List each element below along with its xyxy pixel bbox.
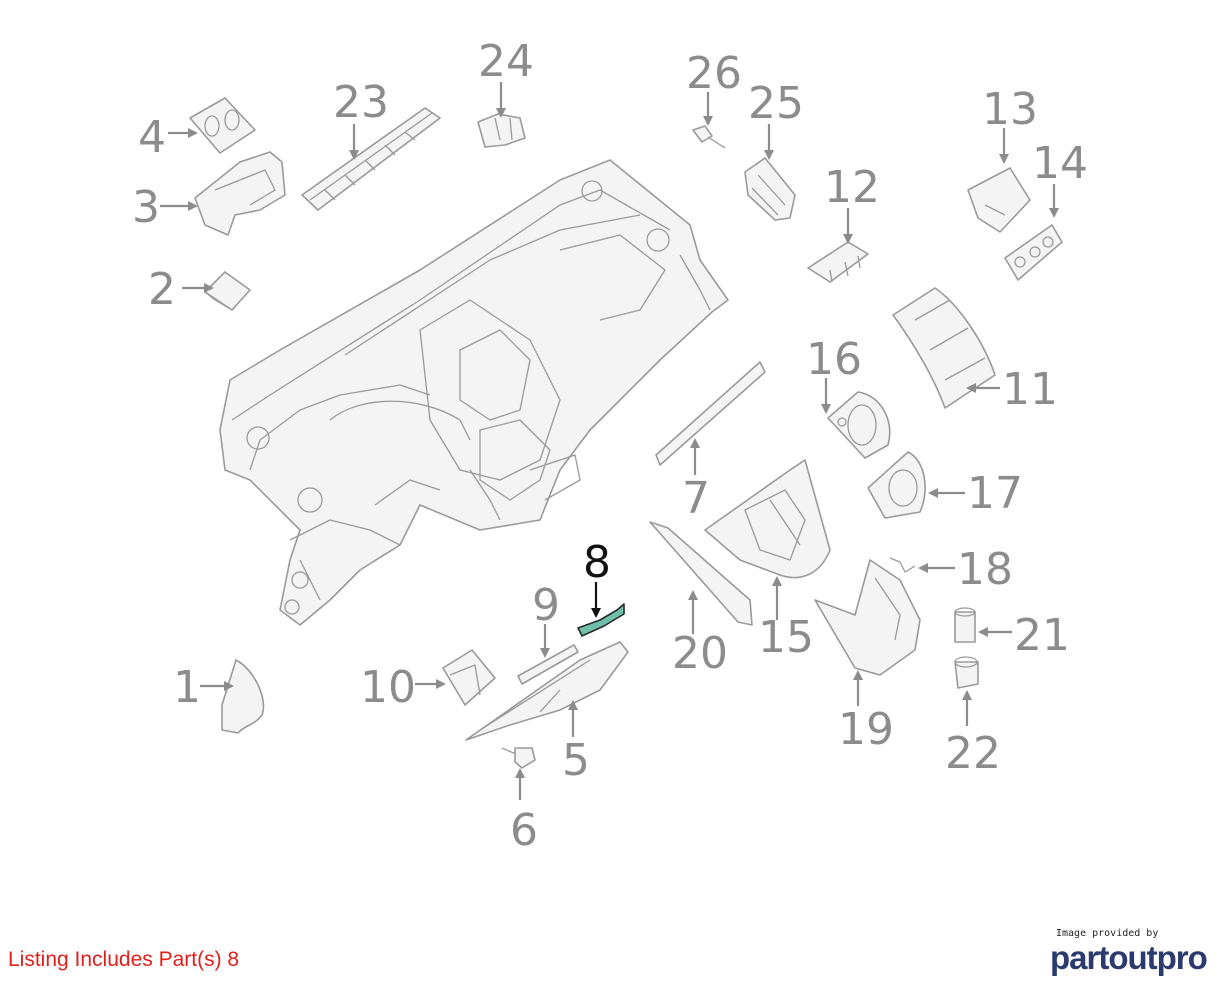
callout-3: 3: [132, 182, 160, 233]
part-8-shape: [577, 603, 625, 637]
callout-labels: 1 2 3 4 5 6 7 8 9 10 11 12 13 14 15 16 1…: [132, 36, 1088, 856]
part-3-shape: [194, 151, 286, 236]
listing-note: Listing Includes Part(s) 8: [8, 948, 240, 971]
part-21-shape: [954, 607, 976, 643]
partoutpro-logo: partoutpro: [1050, 939, 1208, 976]
callout-25: 25: [748, 78, 804, 129]
part-15-shape: [704, 459, 831, 579]
callout-10: 10: [360, 662, 416, 713]
part-26-shape: [692, 125, 726, 149]
provider-caption: Image provided by: [1056, 928, 1159, 939]
callout-11: 11: [1002, 364, 1058, 415]
callout-15: 15: [758, 612, 814, 663]
provider-logo-block: Image provided by partoutpro: [1050, 928, 1210, 977]
part-5-shape: [465, 641, 629, 741]
callout-5: 5: [562, 735, 590, 786]
part-20-shape: [649, 521, 753, 626]
part-12-shape: [807, 241, 869, 283]
part-11-shape: [892, 287, 996, 409]
callout-20: 20: [672, 628, 728, 679]
callout-17: 17: [967, 468, 1023, 519]
callout-19: 19: [838, 704, 894, 755]
callout-9: 9: [532, 580, 560, 631]
callout-16: 16: [806, 334, 862, 385]
part-22-shape: [954, 656, 979, 689]
part-25-shape: [744, 157, 796, 221]
dashboard-panel: [219, 159, 729, 626]
part-1-shape: [221, 659, 265, 734]
part-10-shape: [442, 649, 496, 706]
callout-2: 2: [148, 264, 176, 315]
part-13-shape: [967, 167, 1031, 233]
part-14-shape: [1004, 224, 1063, 281]
part-4-shape: [189, 97, 256, 154]
callout-24: 24: [478, 36, 534, 87]
leader-lines: [160, 82, 1059, 800]
part-24-shape: [477, 113, 526, 148]
callout-7: 7: [682, 473, 710, 524]
callout-4: 4: [138, 112, 166, 163]
callout-1: 1: [173, 662, 201, 713]
callout-8: 8: [583, 537, 611, 588]
part-17-shape: [867, 451, 926, 519]
part-7-shape: [655, 361, 766, 466]
callout-12: 12: [824, 162, 880, 213]
callout-14: 14: [1032, 138, 1088, 189]
part-16-shape: [827, 391, 891, 459]
part-23-shape: [301, 107, 441, 211]
part-2-shape: [204, 271, 251, 311]
part-6-shape: [501, 747, 536, 769]
callout-13: 13: [982, 84, 1038, 135]
callout-6: 6: [510, 805, 538, 856]
part-18-shape: [889, 557, 916, 573]
callout-18: 18: [957, 544, 1013, 595]
callout-26: 26: [686, 48, 742, 99]
callout-22: 22: [945, 728, 1001, 779]
callout-23: 23: [333, 77, 389, 128]
part-9-shape: [517, 644, 579, 685]
part-19-shape: [814, 559, 921, 676]
callout-21: 21: [1014, 610, 1070, 661]
